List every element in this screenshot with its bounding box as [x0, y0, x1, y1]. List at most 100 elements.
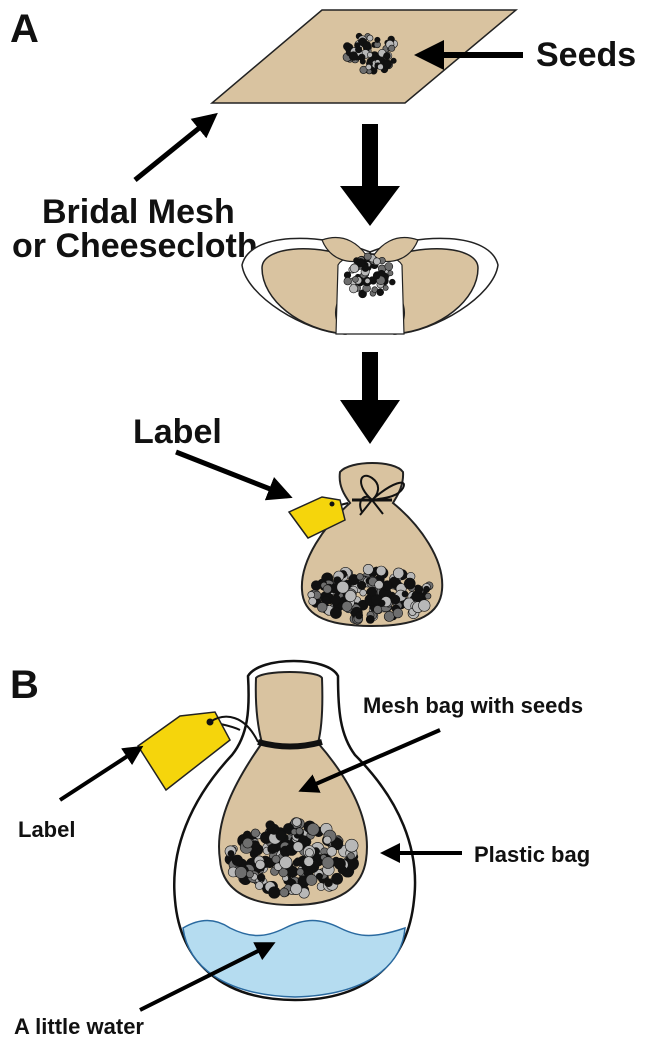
seed: [327, 847, 337, 857]
seed: [343, 43, 351, 51]
seed: [228, 850, 234, 856]
seed: [382, 581, 392, 591]
label-text-a: Label: [133, 413, 222, 451]
seed: [357, 581, 366, 590]
label-arrow-b: [60, 748, 140, 800]
seed: [374, 606, 382, 614]
seed: [366, 615, 374, 623]
seed: [393, 568, 404, 579]
seed: [280, 856, 292, 868]
seed: [404, 578, 415, 589]
water-label: A little water: [14, 1014, 144, 1039]
seeds-label: Seeds: [536, 36, 636, 74]
seed: [344, 277, 352, 285]
seed: [342, 601, 352, 611]
seed: [385, 263, 393, 271]
seed: [345, 839, 358, 852]
seed: [243, 838, 253, 848]
seed: [291, 883, 302, 894]
seed: [366, 64, 372, 70]
seed: [269, 887, 281, 899]
seed: [322, 857, 334, 869]
panel-b: B Mesh bag with seeds Plastic bag Label …: [10, 661, 590, 1039]
seed: [316, 873, 322, 879]
seed: [383, 285, 388, 290]
seed: [331, 595, 341, 605]
seed: [359, 54, 366, 61]
seed: [306, 874, 317, 885]
seed: [293, 818, 302, 827]
seed: [389, 279, 395, 285]
seed: [251, 829, 259, 837]
seed: [415, 586, 423, 594]
seed: [235, 867, 247, 879]
seed: [348, 853, 355, 860]
seed: [323, 585, 331, 593]
seed: [334, 858, 345, 869]
seed: [391, 58, 396, 63]
seed: [332, 873, 343, 884]
seed: [256, 860, 265, 869]
seed: [367, 35, 373, 41]
seed: [388, 271, 393, 276]
seed: [280, 888, 289, 897]
mesh-arrow: [135, 116, 214, 180]
mesh-label-line1: Bridal Mesh: [42, 193, 235, 231]
seed: [376, 566, 386, 576]
seed: [391, 595, 400, 604]
seed: [266, 821, 275, 830]
seed: [375, 37, 380, 42]
seed: [345, 591, 356, 602]
seed: [383, 61, 390, 68]
seed: [378, 64, 384, 70]
seed: [384, 53, 391, 60]
seed: [373, 258, 380, 265]
seed: [355, 46, 361, 52]
seed: [308, 591, 315, 598]
seed: [255, 882, 263, 890]
seed: [360, 590, 367, 597]
seed: [375, 581, 384, 590]
seed: [305, 849, 313, 857]
seed: [375, 274, 380, 279]
seed: [356, 612, 363, 619]
mesh-label-line2: or Cheesecloth: [12, 227, 258, 265]
seed: [365, 278, 370, 283]
mesh-bag-label: Mesh bag with seeds: [363, 693, 583, 718]
down-arrow-2: [340, 352, 400, 444]
label-arrow-a: [176, 452, 288, 496]
seed: [311, 581, 321, 591]
seed: [243, 831, 251, 839]
seed: [317, 602, 327, 612]
seed: [359, 292, 364, 297]
seed: [293, 842, 303, 852]
seed: [325, 879, 333, 887]
plastic-bag-label: Plastic bag: [474, 842, 590, 867]
seed: [297, 868, 304, 875]
seed: [246, 871, 253, 878]
seed: [368, 587, 377, 596]
seed: [357, 573, 364, 580]
seed: [232, 855, 243, 866]
seed: [363, 42, 371, 50]
panel-a: A Seeds Bridal Mesh or Cheesecloth: [10, 7, 636, 626]
seed: [330, 607, 341, 618]
seed: [296, 828, 303, 835]
seed: [363, 564, 373, 574]
panel-b-letter: B: [10, 663, 39, 707]
seed: [257, 874, 265, 882]
seed: [389, 45, 395, 51]
seed: [304, 857, 314, 867]
seed: [367, 52, 372, 57]
seed: [350, 264, 359, 273]
seed: [402, 591, 408, 597]
seed: [425, 593, 431, 599]
seed: [349, 52, 358, 61]
seed: [323, 596, 330, 603]
seed: [377, 289, 384, 296]
seed: [349, 285, 357, 293]
seed: [364, 253, 371, 260]
seed: [309, 597, 317, 605]
label-text-b: Label: [18, 817, 75, 842]
